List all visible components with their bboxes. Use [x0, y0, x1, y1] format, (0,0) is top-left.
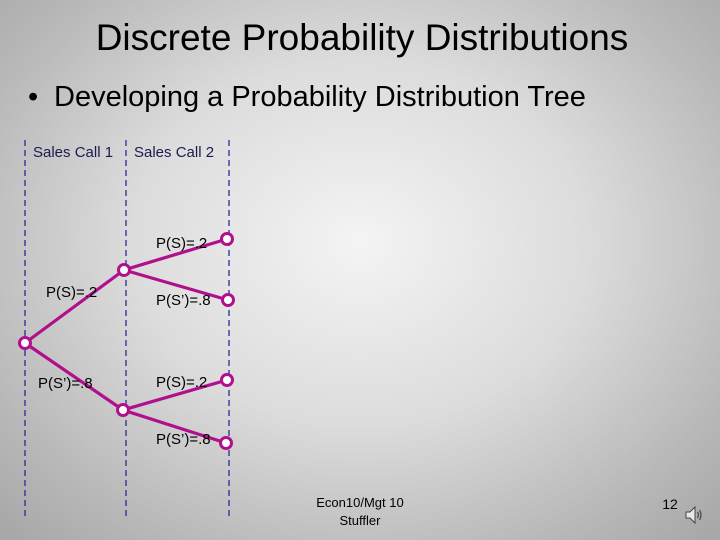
label-call2a-failure: P(S’)=.8 [156, 292, 211, 309]
slide-title: Discrete Probability Distributions [95, 17, 629, 58]
tree-node-leaf [220, 373, 234, 387]
tree-node-leaf [221, 293, 235, 307]
branch-success-2a [122, 237, 229, 272]
footer-course: Econ10/Mgt 10 [316, 495, 404, 510]
column-label-sales-call-2: Sales Call 2 [134, 144, 215, 161]
branch-success-2b [121, 378, 229, 412]
label-call1-success: P(S)=.2 [46, 284, 98, 301]
label-call2b-failure: P(S’)=.8 [156, 431, 211, 448]
label-call2b-success: P(S)=.2 [156, 374, 208, 391]
tree-node-root [18, 336, 32, 350]
branch-failure-1 [23, 341, 125, 412]
tree-node [116, 403, 130, 417]
footer-author: Stuffler [339, 513, 381, 528]
bullet-marker: • [28, 81, 39, 113]
tree-node-leaf [220, 232, 234, 246]
branch-failure-2a [122, 268, 230, 302]
branch-success-1 [23, 268, 126, 345]
bullet-item: • Developing a Probability Distribution T… [28, 78, 586, 116]
label-call2a-success: P(S)=.2 [156, 235, 208, 252]
tree-node [117, 263, 131, 277]
speaker-icon[interactable] [684, 504, 704, 531]
bullet-text: Developing a Probability Distribution Tr… [54, 81, 586, 113]
tree-node-leaf [219, 436, 233, 450]
page-number: 12 [662, 496, 678, 512]
footer-course-info: Econ10/Mgt 10 Stuffler [290, 494, 430, 530]
label-call1-failure: P(S’)=.8 [38, 375, 93, 392]
branch-failure-2b [121, 408, 228, 445]
column-label-sales-call-1: Sales Call 1 [33, 144, 114, 161]
